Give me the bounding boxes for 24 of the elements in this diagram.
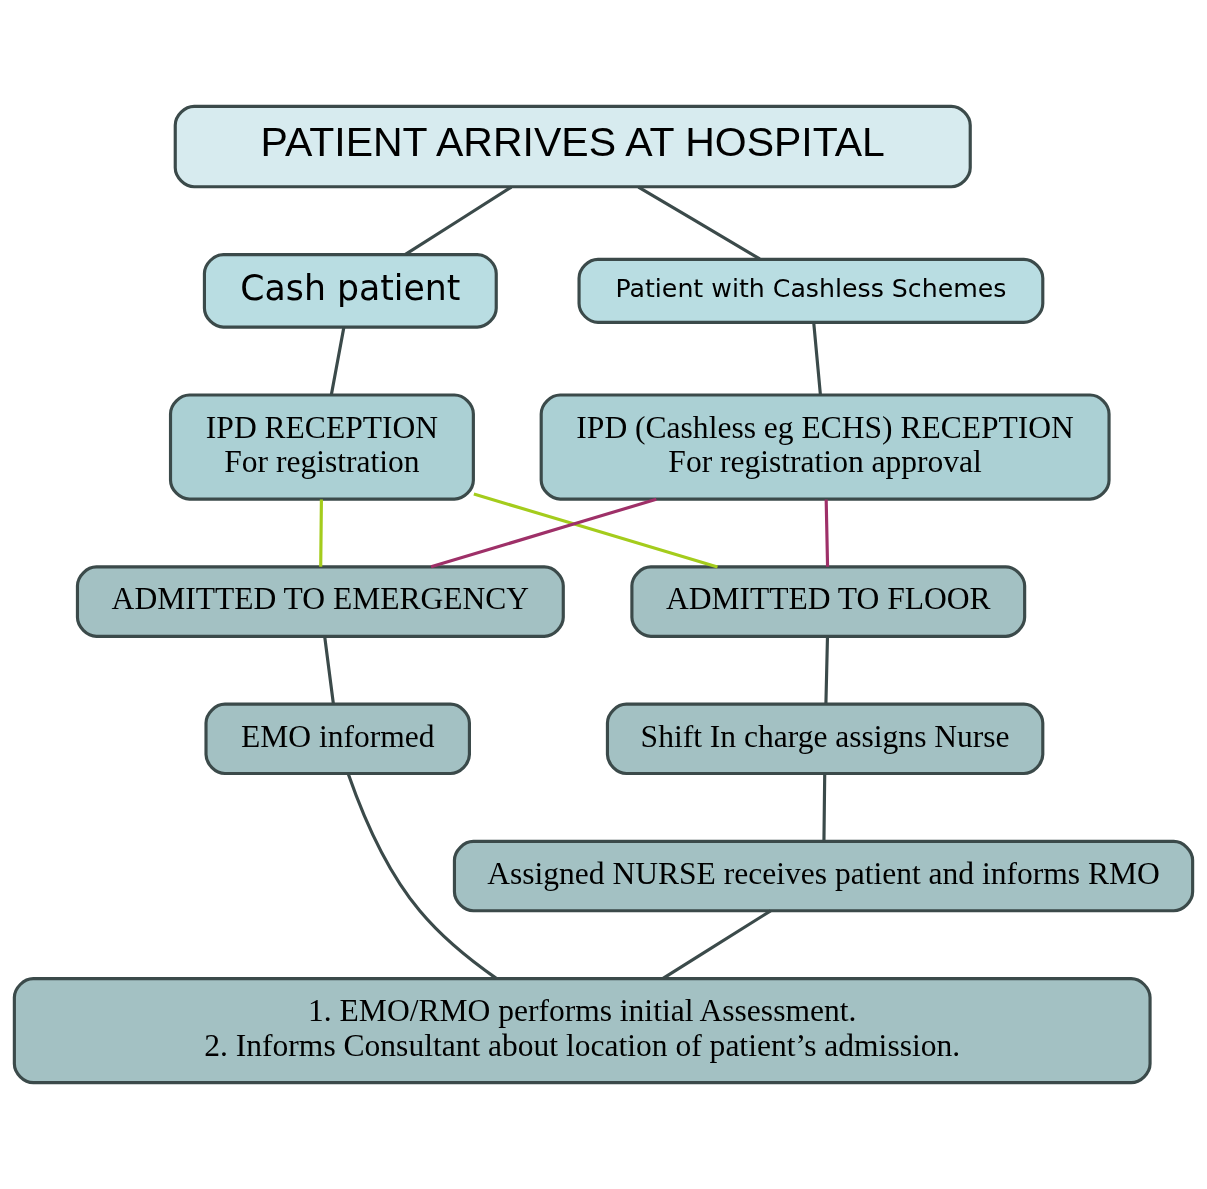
node-box: ADMITTED TO FLOOR [630,565,1027,638]
connector [473,492,718,569]
connector [662,909,772,980]
connector [637,185,761,261]
connector [824,499,830,567]
connector [430,497,657,569]
node-box: 1. EMO/RMO performs initial Assessment. 2. Informs Consultant about location of patient’s admission. [12,977,1152,1085]
node-box: Assigned NURSE receives patient and informs RMO [452,839,1195,913]
connector [404,185,513,256]
node-box: IPD RECEPTION For registration [168,393,475,501]
connector [346,773,498,980]
node-box: ADMITTED TO EMERGENCY [75,565,565,638]
connector [329,326,346,395]
node-box: Patient with Cashless Schemes [577,257,1045,324]
node-box: EMO informed [204,702,471,776]
connector [323,636,335,705]
node-box: Cash patient [202,253,498,329]
connector [824,636,830,705]
connector [822,773,827,842]
node-box: PATIENT ARRIVES AT HOSPITAL [173,104,972,189]
node-box: IPD (Cashless eg ECHS) RECEPTION For registration approval [539,393,1111,501]
node-box: Shift In charge assigns Nurse [605,702,1045,776]
connector [812,322,822,395]
connector [319,499,323,567]
